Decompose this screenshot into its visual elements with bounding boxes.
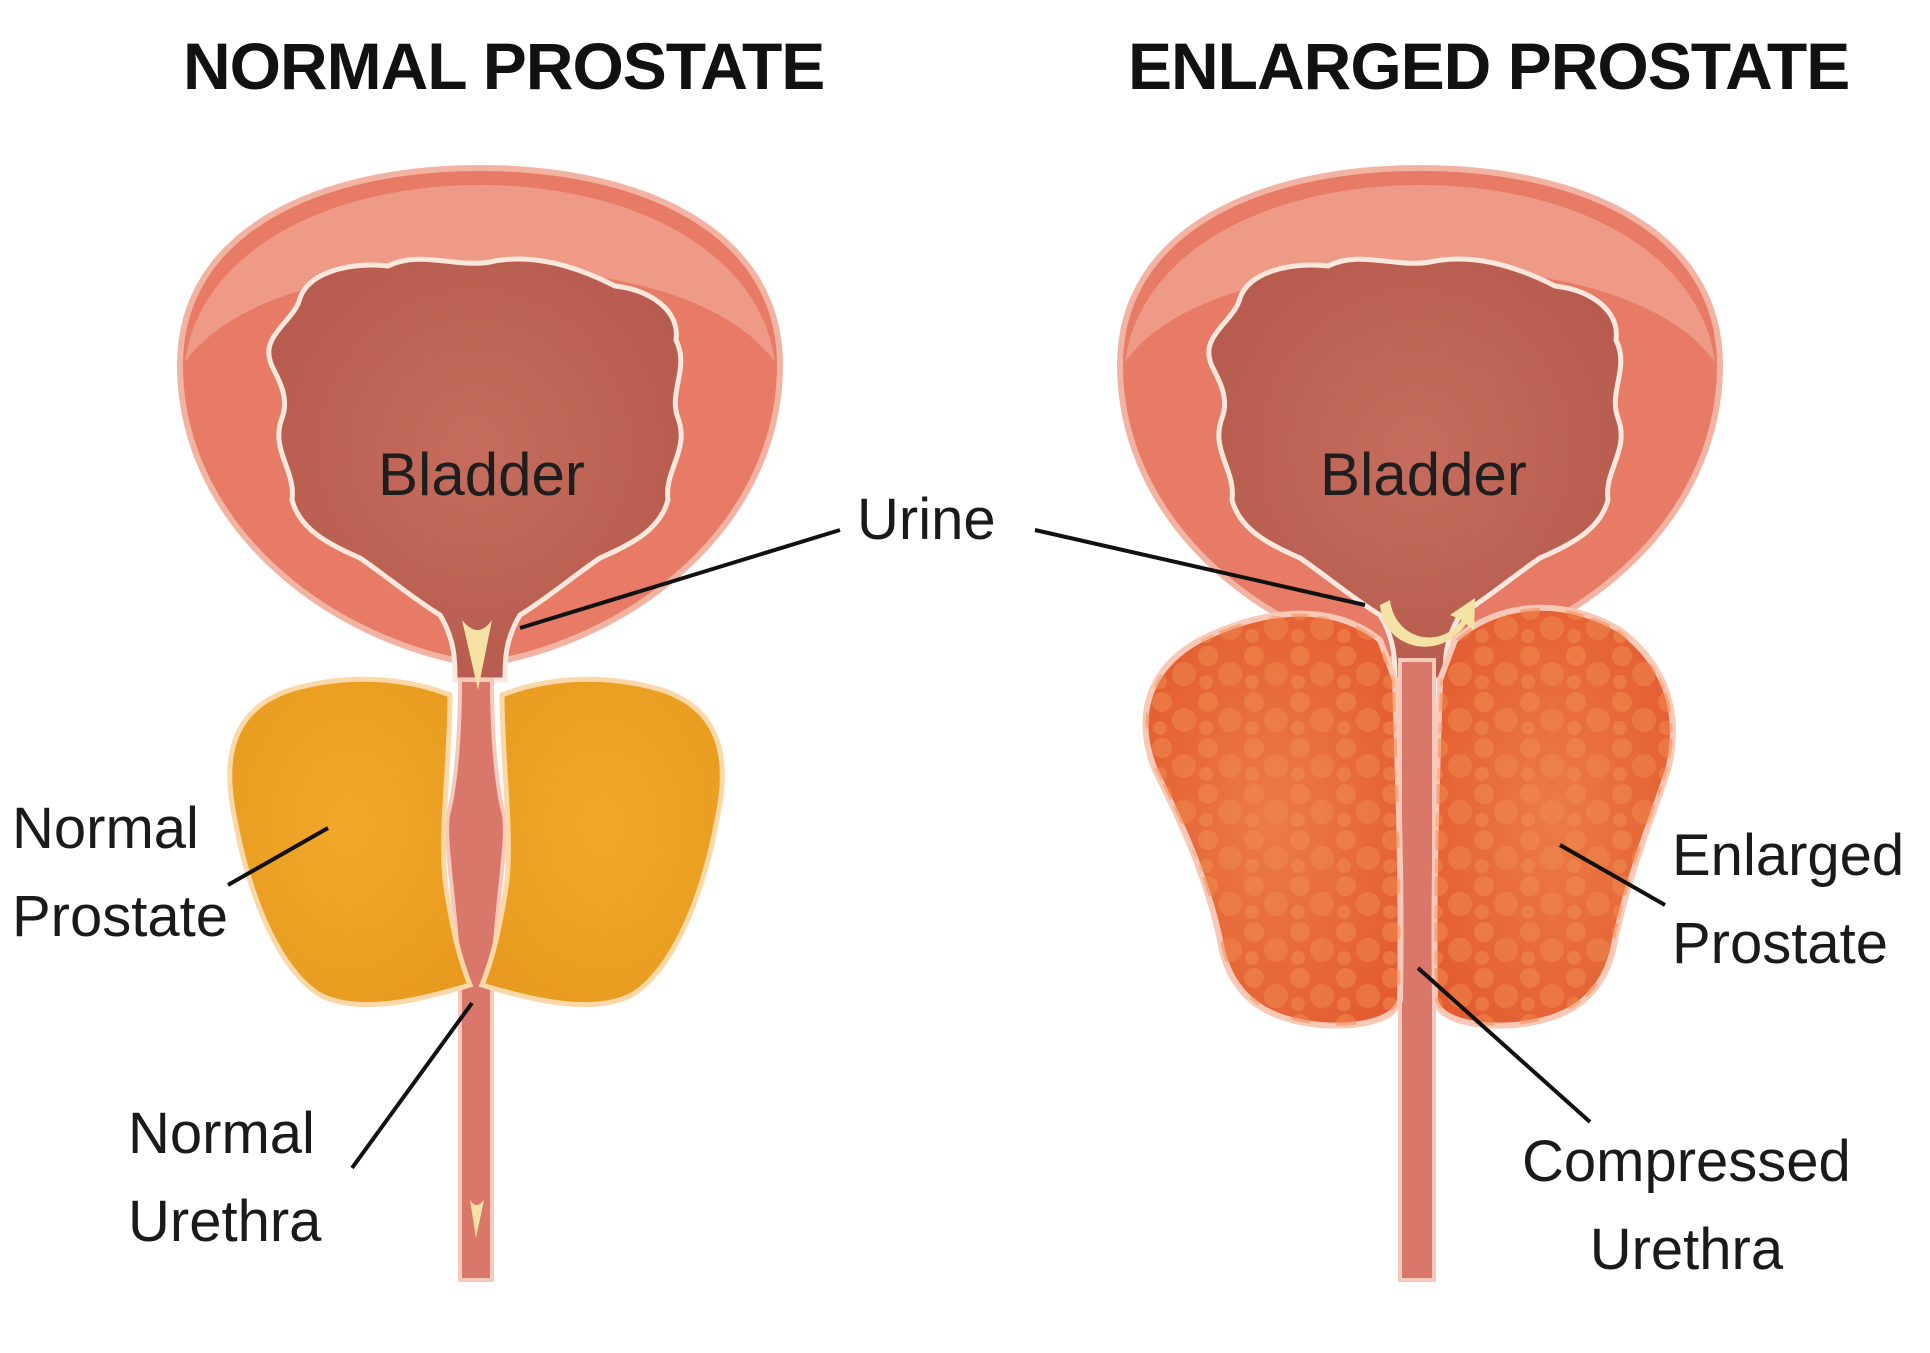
normal-urethra [445,678,507,1282]
normal-prostate-label-line2: Prostate [12,884,228,949]
enlarged-prostate-gland [1142,604,1676,1029]
normal-prostate-label: Normal Prostate [12,785,228,961]
enlarged-prostate-label-line2: Prostate [1672,911,1888,976]
normal-urethra-label-line2: Urethra [128,1189,322,1254]
normal-urine-arrow-icon [462,620,492,1238]
normal-urethra-label-line1: Normal [128,1101,315,1166]
normal-prostate-leader-line [227,826,329,887]
normal-urethra-label: Normal Urethra [128,1090,321,1266]
normal-prostate-title: NORMAL PROSTATE [183,29,825,103]
normal-bladder-label: Bladder [378,441,585,508]
urine-leader-line-right [1034,528,1366,607]
enlarged-prostate-title: ENLARGED PROSTATE [1128,29,1850,103]
enlarged-prostate-label: Enlarged Prostate [1672,812,1904,988]
enlarged-bladder-label: Bladder [1320,441,1527,508]
urine-label: Urine [857,487,996,552]
normal-bladder [176,164,784,683]
normal-prostate-label-line1: Normal [12,796,199,861]
enlarged-prostate-label-line1: Enlarged [1672,823,1905,888]
compressed-urethra-label: Compressed Urethra [1522,1118,1851,1294]
enlarged-bladder [1116,164,1724,683]
enlarged-urine-curved-arrow-icon [1380,598,1475,647]
enlarged-urethra [1398,658,1436,1282]
compressed-urethra-leader-line [1416,966,1592,1124]
urine-leader-line-left [519,528,841,630]
enlarged-prostate-leader-line [1559,843,1666,907]
normal-prostate-gland [227,676,725,1008]
compressed-urethra-label-line1: Compressed [1522,1129,1851,1194]
normal-urethra-leader-line [350,1001,474,1170]
compressed-urethra-label-line2: Urethra [1589,1217,1784,1282]
